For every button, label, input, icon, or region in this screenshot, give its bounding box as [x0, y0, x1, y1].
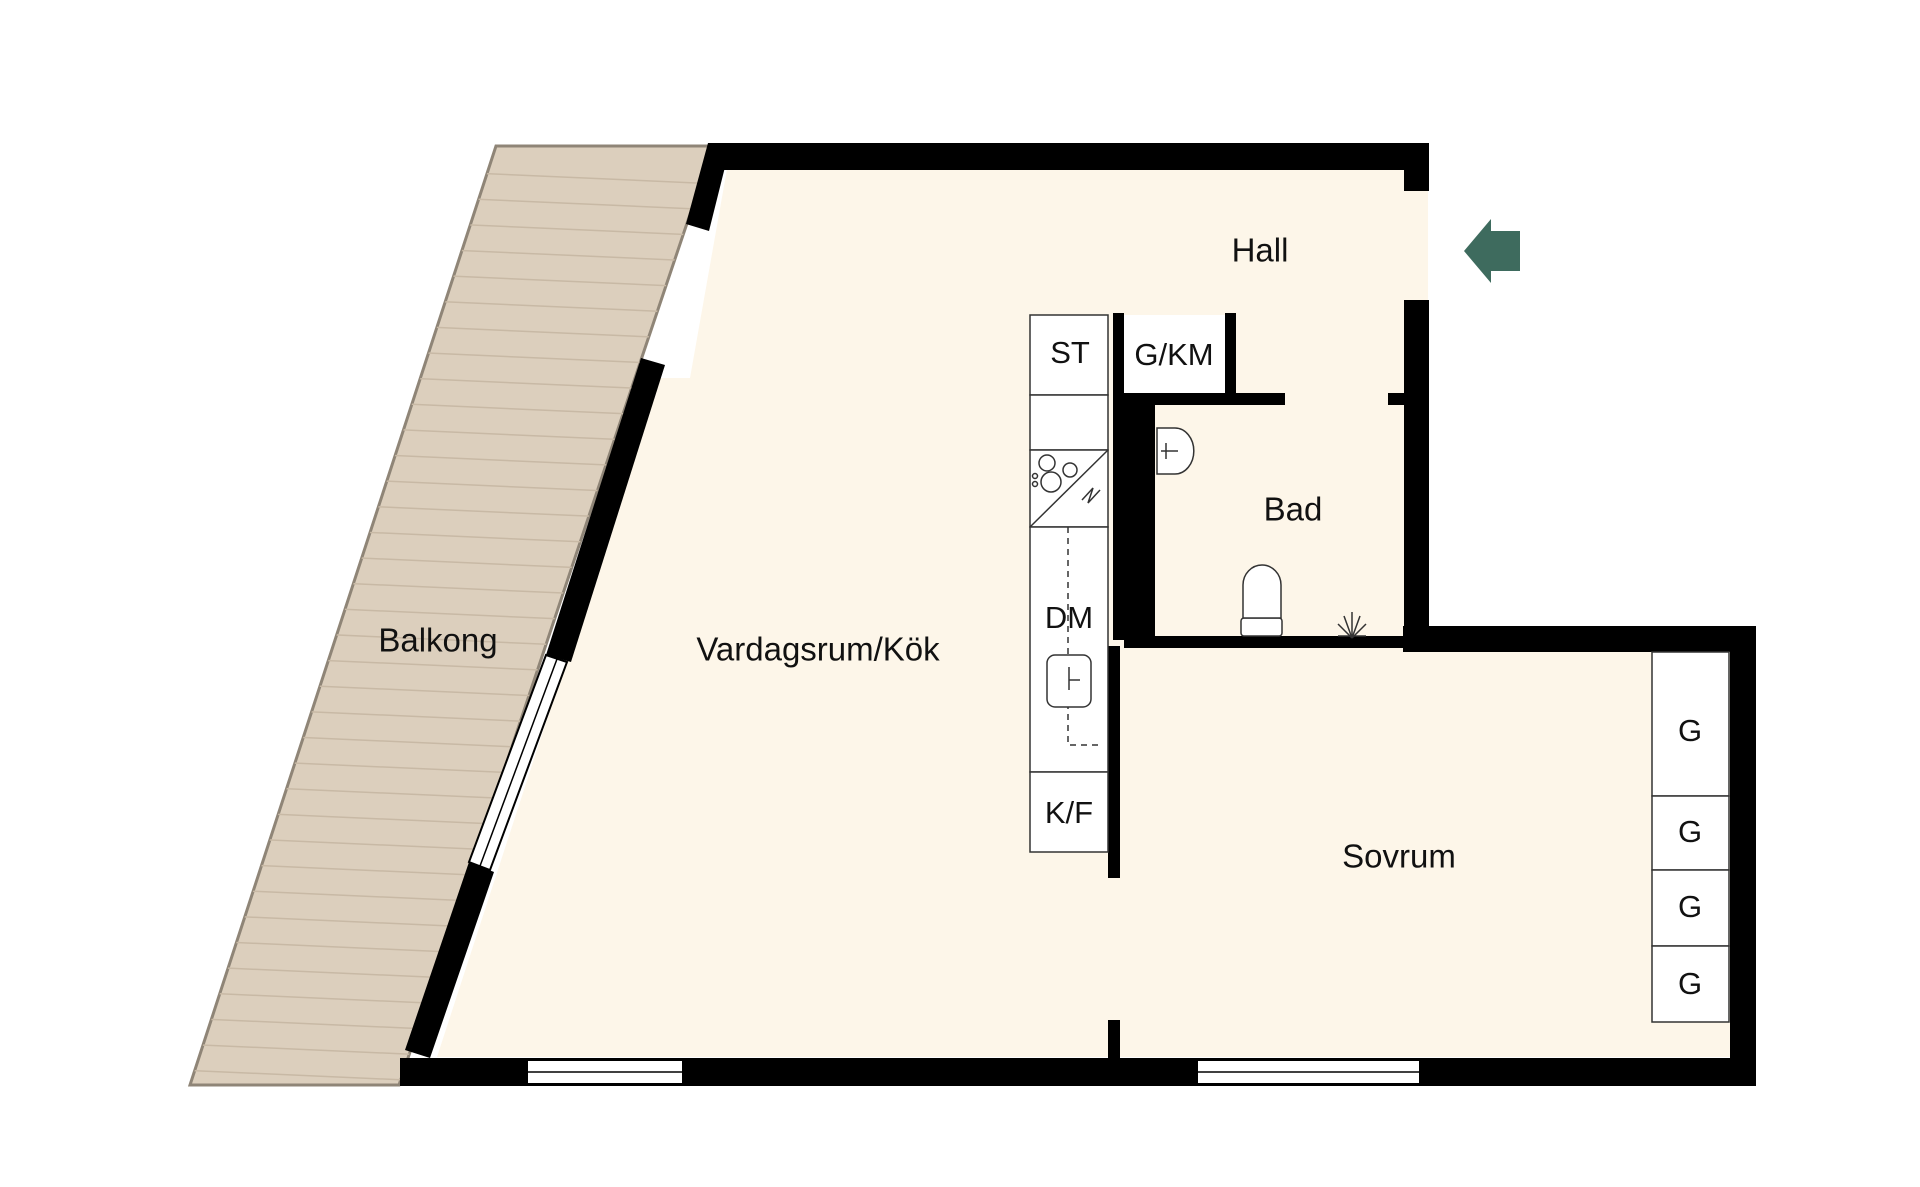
balcony-plank-line — [180, 1096, 720, 1120]
kitchen — [1029, 314, 1225, 853]
room-label-hall: Hall — [1232, 232, 1289, 269]
fixture-label-fridge-freezer: K/F — [1045, 795, 1093, 830]
room-label-living-kitchen: Vardagsrum/Kök — [696, 631, 940, 668]
bathroom-fixtures — [1156, 427, 1367, 639]
wall-bath-top-left — [1113, 393, 1285, 405]
room-label-balcony: Balkong — [378, 622, 497, 659]
windows — [467, 653, 1421, 1085]
toilet-icon — [1240, 564, 1283, 637]
wall-top-left-stub — [686, 143, 731, 231]
wardrobe-label: G — [1678, 966, 1702, 1001]
wall-gkm-right — [1225, 313, 1236, 405]
wall-right-lower — [1403, 626, 1756, 652]
wardrobe-2 — [1651, 795, 1730, 871]
kitchen-counter-upper — [1029, 394, 1109, 451]
fixture-label-storage: ST — [1050, 335, 1090, 370]
wall-top — [708, 143, 1429, 170]
wardrobe-3 — [1651, 869, 1730, 947]
stove-icon — [1031, 454, 1101, 504]
wall-bath-bottom — [1124, 636, 1409, 648]
fixture-labels: ST G/KM DM K/F G G G G — [1045, 335, 1702, 1001]
floor-hall-entrance — [1408, 190, 1428, 302]
wardrobe-label: G — [1678, 713, 1702, 748]
wall-partition — [1108, 646, 1120, 878]
wall-right — [1730, 626, 1756, 1086]
wardrobe-4 — [1651, 945, 1730, 1023]
wall-hall-right-upper — [1404, 143, 1429, 191]
window-balcony-pane — [479, 658, 558, 867]
wall-partition-stub — [1108, 1020, 1120, 1060]
wardrobe-label: G — [1678, 814, 1702, 849]
room-label-bathroom: Bad — [1264, 491, 1323, 528]
kitchen-counter-lower — [1029, 526, 1109, 773]
fridge-freezer — [1029, 771, 1109, 853]
wall-bath-top-right — [1388, 393, 1408, 405]
wardrobes — [1651, 651, 1730, 1023]
entrance-arrow-icon — [1464, 219, 1520, 283]
washer-dryer — [1124, 315, 1225, 393]
wall-hall-right-lower — [1404, 300, 1429, 652]
wardrobe-1 — [1651, 651, 1730, 797]
stove-diagonal — [1029, 449, 1109, 528]
wardrobe-label: G — [1678, 889, 1702, 924]
fixture-label-washer-dryer: G/KM — [1134, 337, 1213, 372]
wall-core-left — [1113, 313, 1124, 393]
wall-left-upper — [546, 358, 665, 662]
shower-icon — [1337, 612, 1367, 639]
wall-bath-left — [1113, 390, 1155, 640]
room-labels: Balkong Vardagsrum/Kök Hall Bad Sovrum — [378, 232, 1455, 875]
room-label-bedroom: Sovrum — [1342, 838, 1456, 875]
fixture-label-dishwasher: DM — [1045, 600, 1093, 635]
wall-left-lower — [405, 862, 494, 1058]
